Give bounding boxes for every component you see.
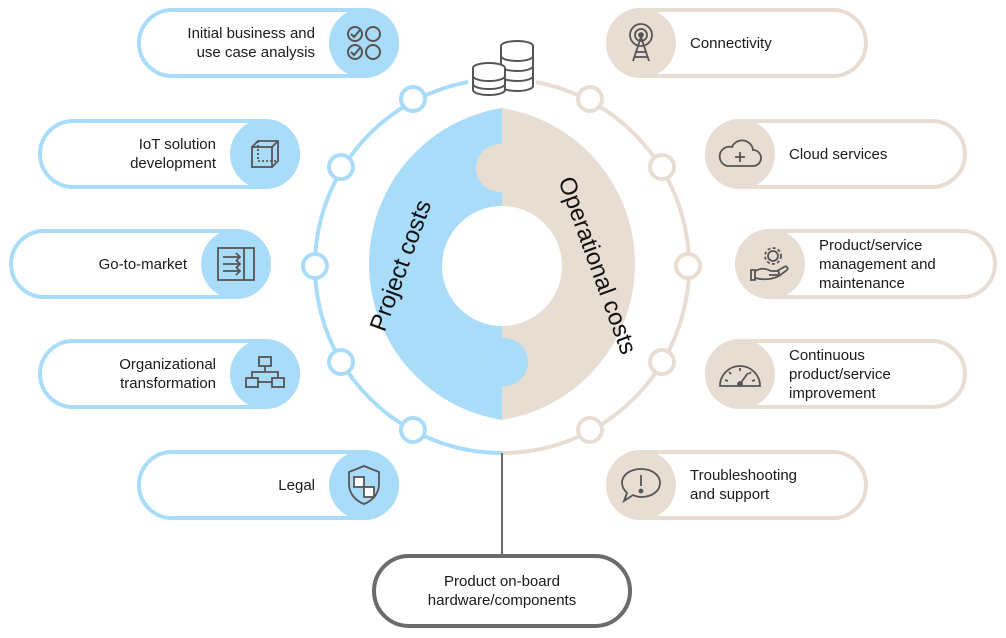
pill-legal: Legal — [137, 450, 399, 520]
pill-label: Organizational transformation — [119, 356, 216, 392]
ring-node — [576, 416, 604, 444]
speedometer-icon — [719, 365, 761, 387]
speech-bubble-exclamation-icon — [621, 468, 661, 504]
pill-label: Cloud services — [789, 145, 888, 163]
ring-node — [399, 85, 427, 113]
ring-node — [648, 348, 676, 376]
ring-node — [327, 348, 355, 376]
ring-node — [576, 85, 604, 113]
shield-icon — [348, 465, 380, 505]
ring-node — [399, 416, 427, 444]
project-puzzle-tab — [480, 338, 528, 386]
pill-label: Initial business and use case analysis — [187, 25, 315, 61]
pill-label: Go-to-market — [98, 255, 187, 273]
antenna-tower-icon — [629, 23, 653, 62]
project-costs-half — [369, 108, 502, 420]
checklist-icon — [347, 26, 381, 60]
pill-troubleshooting-support: Troubleshooting and support — [606, 450, 868, 520]
operational-puzzle-tab — [476, 144, 524, 192]
pill-continuous-improvement: Continuous product/service improvement — [705, 339, 967, 409]
center-hole — [442, 206, 562, 326]
ring-node — [327, 153, 355, 181]
cloud-plus-icon — [718, 139, 762, 167]
pill-product-hardware: Product on-board hardware/components — [372, 554, 632, 628]
ring-node — [674, 252, 702, 280]
hand-gear-icon — [750, 247, 789, 281]
pill-iot-solution-development: IoT solution development — [38, 119, 300, 189]
cube-icon — [251, 140, 279, 168]
pill-go-to-market: Go-to-market — [9, 229, 271, 299]
arrows-box-icon — [217, 247, 255, 281]
org-chart-icon — [245, 356, 285, 388]
pill-product-service-management: Product/service management and maintenan… — [735, 229, 997, 299]
pill-organizational-transformation: Organizational transformation — [38, 339, 300, 409]
pill-label: Legal — [278, 476, 315, 494]
pill-label: Connectivity — [690, 34, 772, 52]
pill-label: Product/service management and maintenan… — [819, 236, 936, 292]
operational-costs-half — [502, 108, 635, 420]
pill-label: Product on-board hardware/components — [427, 573, 577, 609]
pill-business-analysis: Initial business and use case analysis — [137, 8, 399, 78]
coin-stack-icon — [468, 40, 536, 100]
pill-connectivity: Connectivity — [606, 8, 868, 78]
pill-label: Continuous product/service improvement — [789, 346, 891, 402]
pill-label: Troubleshooting and support — [690, 467, 798, 503]
pill-cloud-services: Cloud services — [705, 119, 967, 189]
ring-node — [301, 252, 329, 280]
ring-node — [648, 153, 676, 181]
pill-label: IoT solution development — [130, 136, 216, 172]
